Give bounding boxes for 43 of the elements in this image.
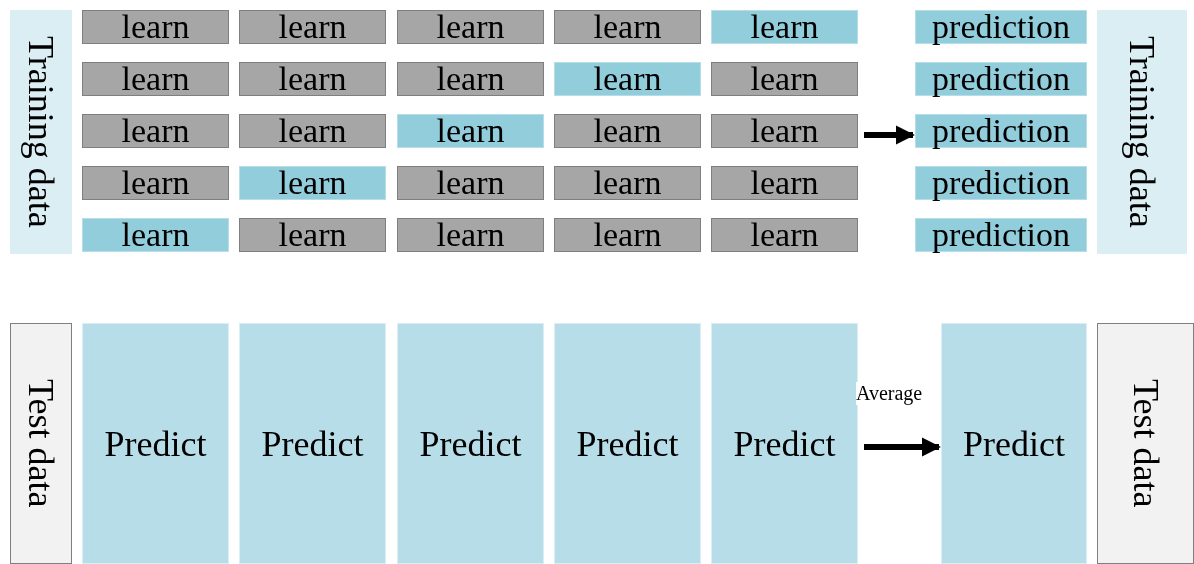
predict-block: Predict xyxy=(554,323,701,564)
fold-block: learn xyxy=(711,114,858,148)
prediction-block: prediction xyxy=(915,166,1087,200)
side-label-panel: Test data xyxy=(10,323,72,564)
predict-block: Predict xyxy=(82,323,229,564)
side-label-panel: Test data xyxy=(1097,323,1194,564)
prediction-block: prediction xyxy=(915,10,1087,44)
fold-block: learn xyxy=(397,166,544,200)
fold-block: learn xyxy=(397,218,544,252)
fold-block: learn xyxy=(239,166,386,200)
fold-block: learn xyxy=(554,218,701,252)
fold-block: learn xyxy=(397,10,544,44)
fold-block: learn xyxy=(711,62,858,96)
fold-block: learn xyxy=(239,10,386,44)
fold-block: learn xyxy=(82,114,229,148)
edge-label: Average xyxy=(856,382,923,405)
fold-block: learn xyxy=(239,62,386,96)
fold-block: learn xyxy=(397,62,544,96)
predict-block: Predict xyxy=(397,323,544,564)
fold-block: learn xyxy=(554,114,701,148)
prediction-block: prediction xyxy=(915,62,1087,96)
fold-block: learn xyxy=(82,10,229,44)
fold-block: learn xyxy=(711,218,858,252)
prediction-block: prediction xyxy=(915,218,1087,252)
prediction-block: prediction xyxy=(915,114,1087,148)
arrow xyxy=(864,125,915,145)
fold-block: learn xyxy=(554,62,701,96)
fold-block: learn xyxy=(711,166,858,200)
fold-block: learn xyxy=(239,114,386,148)
fold-block: learn xyxy=(239,218,386,252)
side-label-panel: Training data xyxy=(1097,10,1187,254)
fold-block: learn xyxy=(82,166,229,200)
fold-block: learn xyxy=(82,62,229,96)
predict-block: Predict xyxy=(711,323,858,564)
predict-block: Predict xyxy=(941,323,1087,564)
side-label-panel: Training data xyxy=(10,10,72,254)
fold-block: learn xyxy=(397,114,544,148)
fold-block: learn xyxy=(82,218,229,252)
fold-block: learn xyxy=(554,166,701,200)
fold-block: learn xyxy=(554,10,701,44)
arrow xyxy=(864,437,941,457)
predict-block: Predict xyxy=(239,323,386,564)
fold-block: learn xyxy=(711,10,858,44)
